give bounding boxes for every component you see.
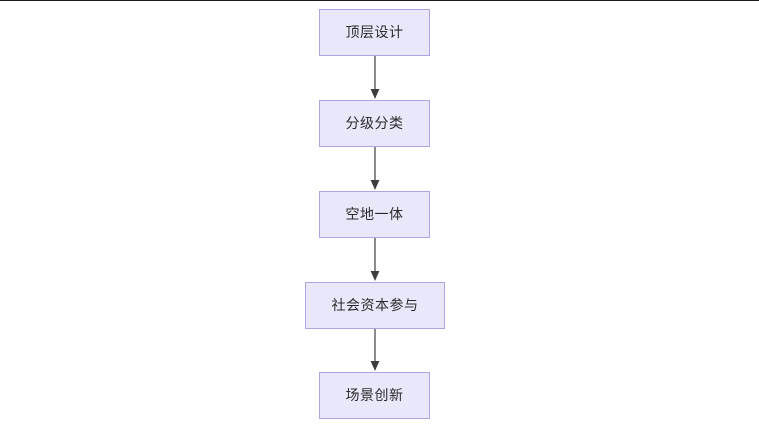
connector-arrow-4 <box>368 329 382 372</box>
flow-node-label: 顶层设计 <box>345 24 404 41</box>
connector-arrow-1 <box>368 56 382 100</box>
flow-node-label: 社会资本参与 <box>331 297 419 314</box>
connector-arrow-3 <box>368 238 382 282</box>
flow-node-social-capital-participation[interactable]: 社会资本参与 <box>305 282 445 329</box>
flow-node-air-ground-integration[interactable]: 空地一体 <box>319 191 430 238</box>
flow-node-label: 空地一体 <box>345 206 404 223</box>
flow-node-top-level-design[interactable]: 顶层设计 <box>319 9 430 56</box>
flow-node-label: 场景创新 <box>345 387 404 404</box>
flow-node-label: 分级分类 <box>345 115 404 132</box>
flow-node-scenario-innovation[interactable]: 场景创新 <box>319 372 430 419</box>
connector-arrow-2 <box>368 147 382 191</box>
flow-node-graded-classification[interactable]: 分级分类 <box>319 100 430 147</box>
